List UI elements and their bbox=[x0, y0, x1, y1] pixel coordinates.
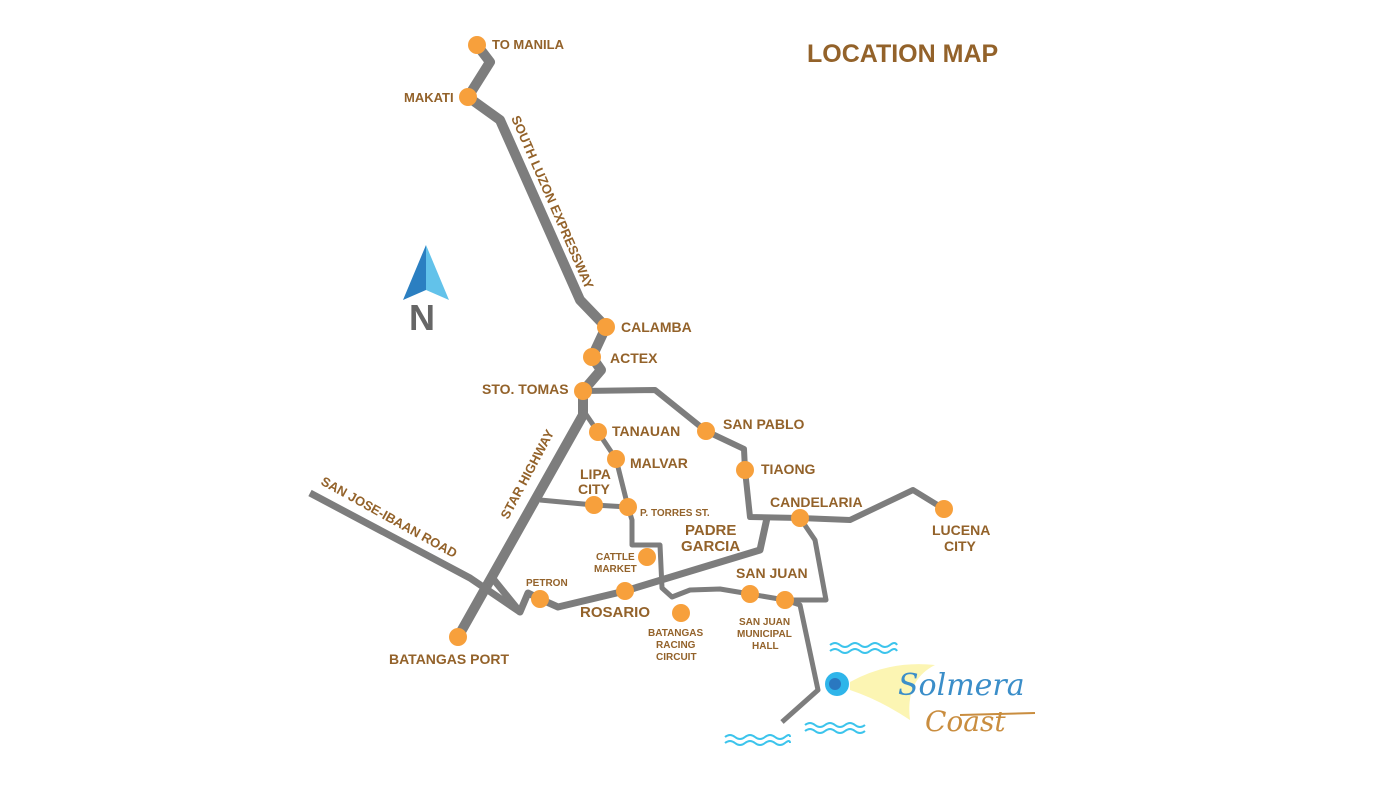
marker-lucena[interactable] bbox=[935, 500, 953, 518]
label-makati: MAKATI bbox=[404, 90, 454, 105]
marker-actex[interactable] bbox=[583, 348, 601, 366]
north-arrow-icon: N bbox=[403, 245, 449, 338]
label-lipa-1: LIPA bbox=[580, 466, 611, 482]
marker-tiaong[interactable] bbox=[736, 461, 754, 479]
label-racing-2: RACING bbox=[656, 640, 696, 651]
marker-tanauan[interactable] bbox=[589, 423, 607, 441]
marker-makati[interactable] bbox=[459, 88, 477, 106]
marker-batangas-port[interactable] bbox=[449, 628, 467, 646]
label-cattle-1: CATTLE bbox=[596, 552, 635, 563]
label-lucena-1: LUCENA bbox=[932, 522, 990, 538]
logo-solmera: Solmera bbox=[898, 668, 1025, 703]
label-tiaong: TIAONG bbox=[761, 461, 816, 477]
marker-rosario[interactable] bbox=[616, 582, 634, 600]
label-sto-tomas: STO. TOMAS bbox=[482, 381, 569, 397]
marker-candelaria[interactable] bbox=[791, 509, 809, 527]
location-markers bbox=[449, 36, 953, 646]
label-padre-1: PADRE bbox=[685, 522, 736, 539]
label-tanauan: TANAUAN bbox=[612, 423, 680, 439]
marker-malvar[interactable] bbox=[607, 450, 625, 468]
label-hall-2: MUNICIPAL bbox=[737, 629, 792, 640]
label-malvar: MALVAR bbox=[630, 455, 688, 471]
label-cattle-2: MARKET bbox=[594, 564, 637, 575]
marker-san-juan[interactable] bbox=[741, 585, 759, 603]
marker-p-torres[interactable] bbox=[619, 498, 637, 516]
marker-calamba[interactable] bbox=[597, 318, 615, 336]
marker-manila[interactable] bbox=[468, 36, 486, 54]
label-manila: TO MANILA bbox=[492, 37, 565, 52]
marker-sto-tomas[interactable] bbox=[574, 382, 592, 400]
label-hall-1: SAN JUAN bbox=[739, 617, 790, 628]
marker-racing-circuit[interactable] bbox=[672, 604, 690, 622]
road-tanauan-sanjuan bbox=[580, 408, 829, 603]
marker-cattle-market[interactable] bbox=[638, 548, 656, 566]
marker-lipa[interactable] bbox=[585, 496, 603, 514]
marker-municipal-hall[interactable] bbox=[776, 591, 794, 609]
label-padre-2: GARCIA bbox=[681, 538, 740, 555]
marker-petron[interactable] bbox=[531, 590, 549, 608]
solmera-coast-logo: Solmera Coast bbox=[825, 664, 1036, 738]
page-title: LOCATION MAP bbox=[807, 40, 998, 68]
water-waves-icon bbox=[724, 642, 898, 746]
logo-coast: Coast bbox=[925, 705, 1006, 738]
road-slex bbox=[463, 41, 611, 395]
label-lucena-2: CITY bbox=[944, 538, 977, 554]
road-star-highway bbox=[453, 391, 588, 640]
label-san-pablo: SAN PABLO bbox=[723, 416, 805, 432]
svg-text:N: N bbox=[409, 297, 435, 338]
label-candelaria: CANDELARIA bbox=[770, 494, 863, 510]
road-label-san-jose: SAN JOSE-IBAAN ROAD bbox=[319, 474, 460, 561]
label-actex: ACTEX bbox=[610, 350, 658, 366]
road-lipa bbox=[539, 497, 629, 510]
label-san-juan: SAN JUAN bbox=[736, 565, 808, 581]
label-lipa-2: CITY bbox=[578, 481, 611, 497]
marker-san-pablo[interactable] bbox=[697, 422, 715, 440]
label-petron: PETRON bbox=[526, 578, 568, 589]
road-label-slex: SOUTH LUZON EXPRESSWAY bbox=[508, 113, 597, 291]
label-racing-3: CIRCUIT bbox=[656, 652, 697, 663]
label-calamba: CALAMBA bbox=[621, 319, 692, 335]
label-batangas-port: BATANGAS PORT bbox=[389, 651, 509, 667]
label-racing-1: BATANGAS bbox=[648, 628, 704, 639]
road-san-jose-ibaan bbox=[308, 489, 522, 615]
road-san-pablo-lucena bbox=[582, 387, 946, 523]
label-p-torres: P. TORRES ST. bbox=[640, 508, 710, 519]
label-hall-3: HALL bbox=[752, 641, 779, 652]
label-rosario: ROSARIO bbox=[580, 604, 650, 621]
